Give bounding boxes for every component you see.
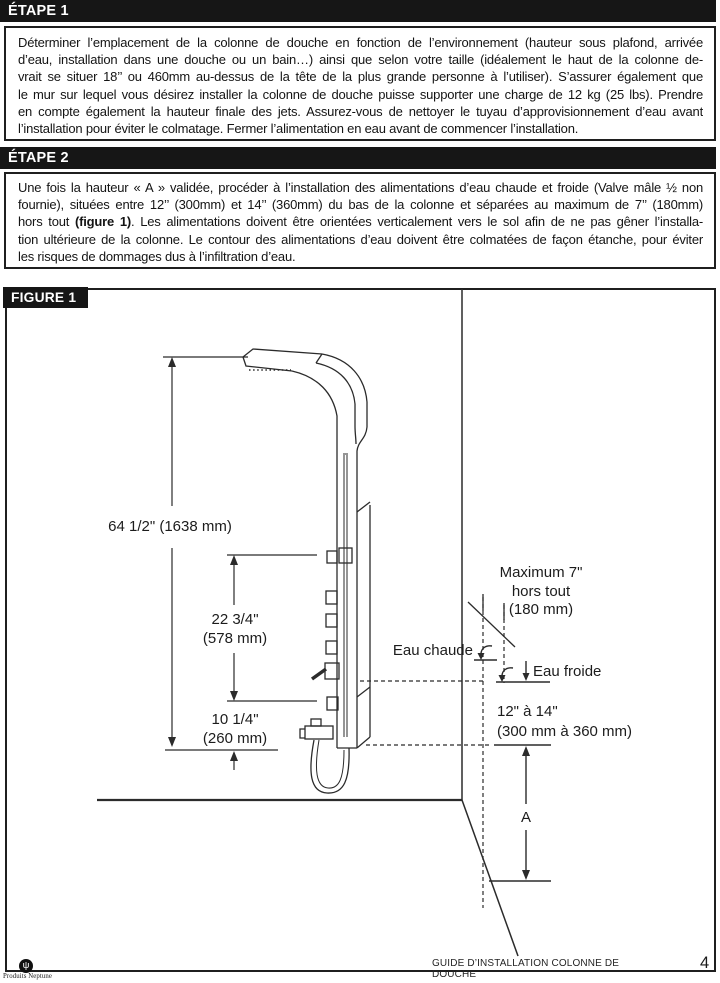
label-hot-water: Eau chaude xyxy=(393,642,473,659)
label-max-line2: hors tout xyxy=(512,583,571,600)
label-dim-spout-in: 10 1/4" xyxy=(211,711,258,728)
etape2-title: ÉTAPE 2 xyxy=(8,150,69,166)
spout-tip xyxy=(299,728,305,739)
ext-lines-22 xyxy=(227,554,317,702)
neptune-trident-icon: ψ xyxy=(19,959,33,973)
label-dim-spout-mm: (260 mm) xyxy=(203,730,267,747)
diverter-lever xyxy=(310,667,328,681)
knob-5 xyxy=(326,696,339,711)
max-seven-indicator xyxy=(467,594,516,648)
cold-level-arrow xyxy=(522,673,530,681)
dimension-spout-height xyxy=(165,749,278,770)
neck-mid-curve xyxy=(315,362,357,445)
figure-frame xyxy=(5,288,716,972)
knob-4 xyxy=(325,640,338,655)
label-dim-jets-mm: (578 mm) xyxy=(203,630,267,647)
tub-spout xyxy=(304,725,334,740)
hand-shower-bracket xyxy=(338,547,353,564)
text-line: vrait se situer 18’’ ou 460mm au-dessus … xyxy=(18,69,703,85)
text-line: les risques de dommages dus à l’infiltra… xyxy=(18,248,296,264)
knob-2 xyxy=(325,590,338,605)
max-seven-ticks xyxy=(482,594,505,620)
label-dim-height: 64 1/2" (1638 mm) xyxy=(108,518,232,535)
text-line: l’installation pour éviter le colmatage.… xyxy=(18,121,579,137)
label-supply-range-in: 12" à 14" xyxy=(497,703,558,720)
hose-outer xyxy=(310,739,350,794)
footer-doc-title: GUIDE D’INSTALLATION COLONNE DE DOUCHE xyxy=(432,958,620,980)
label-max-line1: Maximum 7" xyxy=(500,564,583,581)
label-cold-water: Eau froide xyxy=(533,663,601,680)
hose-inner xyxy=(315,739,345,789)
shower-column-drawing xyxy=(242,348,371,794)
text-line: Déterminer l’emplacement de la colonne d… xyxy=(18,35,703,50)
panel-break-top xyxy=(356,501,371,513)
dimension-jets-span xyxy=(227,554,317,702)
cold-supply-arrow xyxy=(498,675,506,682)
max-seven-diagonal xyxy=(467,601,516,648)
neck-inner-curve xyxy=(291,370,338,748)
head-right-edge xyxy=(315,353,323,364)
text-line: en compte également la hauteur finale de… xyxy=(18,103,703,119)
label-dim-a: A xyxy=(521,809,531,826)
hot-supply-symbol xyxy=(474,645,497,661)
text-line: fournie), situées entre 12’’ (300mm) et … xyxy=(18,197,703,213)
etape1-instructions: Déterminer l’emplacement de la colonne d… xyxy=(4,26,716,141)
panel-bottom-cut xyxy=(356,736,371,749)
text-line: Une fois la hauteur « A » validée, procé… xyxy=(18,180,703,195)
cold-supply-elbow xyxy=(501,667,514,677)
label-max-line3: (180 mm) xyxy=(509,601,573,618)
neck-outer-curve xyxy=(321,353,368,748)
panel-break-mid xyxy=(356,686,371,698)
dim-arrow-10 xyxy=(230,751,238,761)
spout-mount xyxy=(310,718,322,727)
text-line: d’eau, installation dans une douche ou u… xyxy=(18,52,703,68)
hot-supply-arrow xyxy=(477,653,485,660)
cold-supply-symbol xyxy=(496,661,550,683)
dimension-a xyxy=(489,744,551,882)
knob-3 xyxy=(325,613,338,628)
text-line: hors tout (figure 1). Les alimentations … xyxy=(18,214,703,230)
etape1-title: ÉTAPE 1 xyxy=(8,3,69,19)
head-top-edge xyxy=(242,348,323,358)
section-header-etape2: ÉTAPE 2 xyxy=(0,147,716,169)
page-number: 4 xyxy=(700,954,710,972)
figure-title-bar: FIGURE 1 xyxy=(3,287,88,308)
etape2-instructions: Une fois la hauteur « A » validée, procé… xyxy=(4,172,716,269)
knob-1 xyxy=(326,550,338,564)
floor-slant-line xyxy=(461,799,519,957)
label-supply-range-mm: (300 mm à 360 mm) xyxy=(497,723,632,740)
brand-name: Produits Neptune xyxy=(3,973,52,980)
label-dim-jets-in: 22 3/4" xyxy=(211,611,258,628)
room-lines xyxy=(97,289,519,957)
dimension-column-height xyxy=(163,356,248,747)
hot-supply-elbow xyxy=(480,645,493,655)
text-line: tion ultérieure de la colonne. Le contou… xyxy=(18,231,703,247)
figure-title: FIGURE 1 xyxy=(11,290,77,305)
head-bottom-edge xyxy=(242,356,293,372)
hand-shower-rail xyxy=(343,453,348,737)
text-line: le mur sur lequel vous désirez installer… xyxy=(18,86,703,102)
section-header-etape1: ÉTAPE 1 xyxy=(0,0,716,22)
